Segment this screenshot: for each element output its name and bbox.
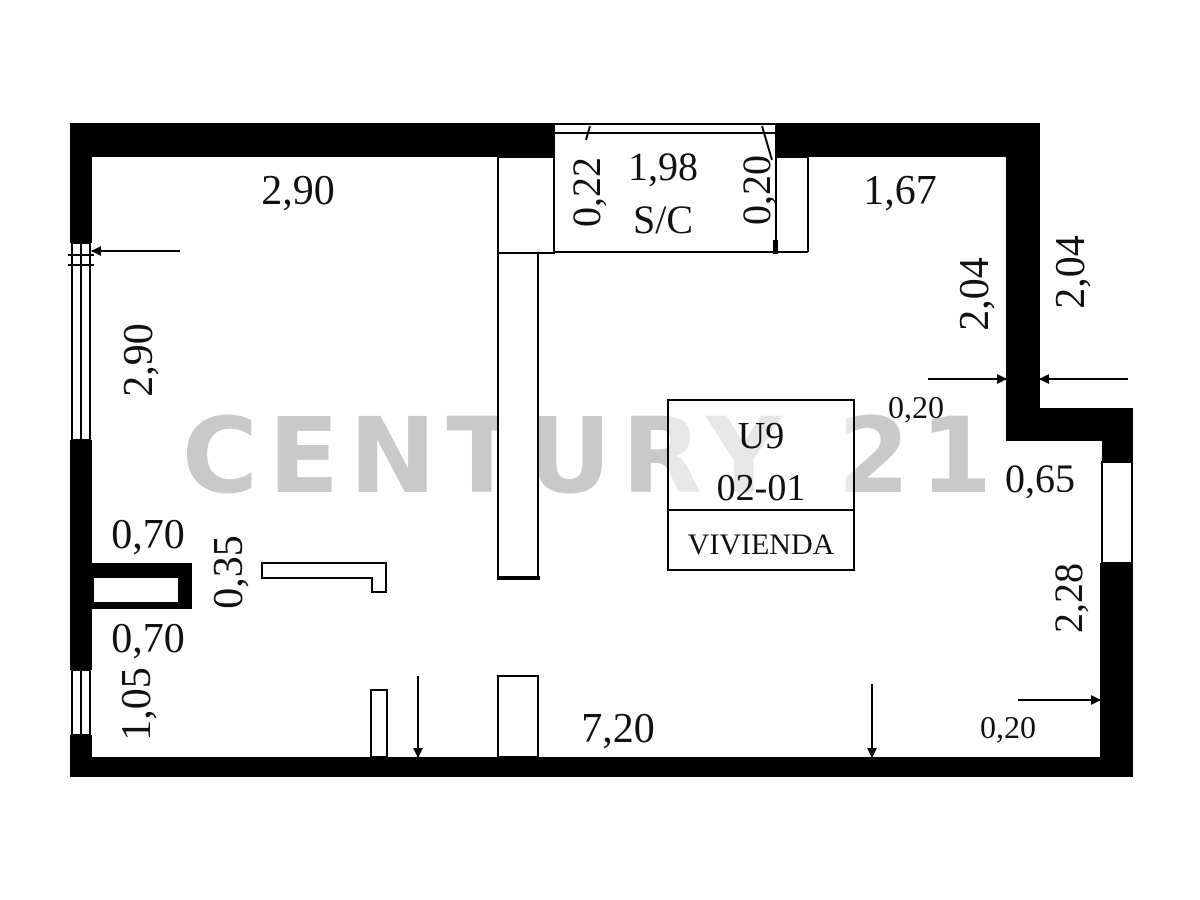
dim-left-lower-window: 1,05 — [114, 667, 160, 741]
wall-left-top — [70, 123, 92, 243]
wall-left-middle — [70, 440, 92, 670]
closet-type-label: S/C — [633, 197, 693, 242]
column-void — [94, 578, 178, 602]
dim-right-upper-outer: 2,04 — [1048, 235, 1094, 309]
dim-bottom-right-wall: 0,20 — [980, 709, 1036, 745]
dim-left-column-bottom: 0,70 — [111, 616, 185, 662]
dim-top-left-width: 2,90 — [261, 168, 335, 214]
unit-type: VIVIENDA — [688, 528, 835, 561]
dim-right-wall-thickness: 0,20 — [888, 389, 944, 425]
watermark-text: CENTURY 21 — [182, 395, 1002, 517]
partition-bottom-post — [370, 689, 388, 758]
closet-depth-left-label: 0,22 — [564, 157, 609, 227]
dim-right-upper-inner: 2,04 — [952, 257, 998, 331]
partition-vertical — [497, 252, 539, 580]
partition-bottom-block — [497, 675, 539, 758]
dim-right-lower-height: 2,28 — [1046, 563, 1091, 633]
unit-label-box: U9 02-01 VIVIENDA — [667, 399, 855, 571]
dimension-arrows — [91, 246, 1128, 758]
windows — [68, 242, 1133, 736]
dim-left-window-height: 2,90 — [116, 323, 162, 397]
dim-right-step: 0,65 — [1005, 456, 1075, 501]
dim-left-column-depth: 0,35 — [206, 535, 252, 609]
partition-upper — [497, 156, 555, 254]
closet-depth-right-label: 0,20 — [734, 155, 779, 225]
watermark-registered-mark: ® — [954, 476, 968, 492]
wall-top-right — [776, 123, 1040, 157]
window-right — [1101, 461, 1133, 564]
window-left-lower — [71, 669, 91, 736]
partitions — [261, 156, 555, 758]
wall-bottom — [70, 757, 1133, 777]
closet — [553, 123, 809, 254]
wall-right-upper — [1006, 123, 1040, 441]
unit-number: U9 — [738, 415, 784, 457]
dim-total-length: 7,20 — [581, 706, 655, 752]
wall-top-left — [70, 123, 556, 157]
counter-shelf — [261, 562, 387, 593]
wall-left-bottom — [70, 735, 92, 777]
dim-left-column-top: 0,70 — [111, 512, 185, 558]
walls — [70, 123, 1133, 777]
closet-width-label: 1,98 — [628, 144, 698, 189]
dim-top-right-width: 1,67 — [863, 168, 937, 214]
wall-right-stub — [1102, 408, 1133, 462]
closet-frame — [553, 123, 777, 253]
window-left-upper — [68, 242, 94, 441]
unit-code: 02-01 — [717, 467, 806, 509]
wall-right-lower — [1100, 563, 1133, 777]
